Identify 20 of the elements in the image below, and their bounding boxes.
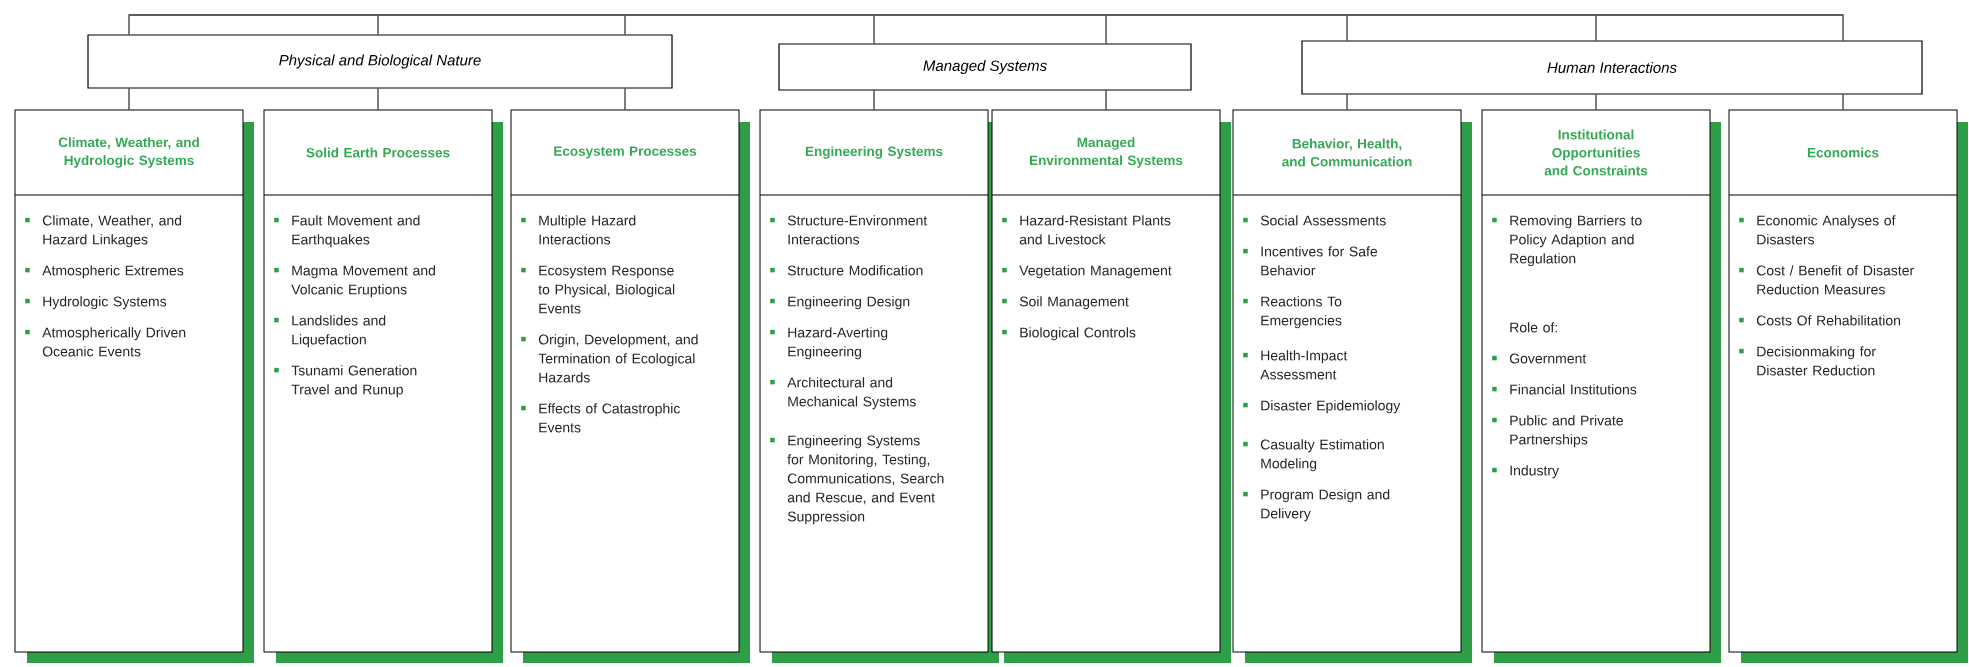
bar-line [128, 14, 1844, 16]
connector-line [128, 88, 130, 111]
group-box: Managed Systems [778, 43, 1192, 91]
group-box: Physical and Biological Nature [87, 34, 673, 89]
connector-line [873, 90, 875, 111]
connector-line [1105, 15, 1107, 44]
connector-line [1595, 15, 1597, 41]
connector-line [1346, 94, 1348, 111]
connector-line [1842, 15, 1844, 41]
connector-line [1105, 90, 1107, 111]
connector-line [624, 88, 626, 111]
connector-line [873, 15, 875, 44]
connector-line [624, 15, 626, 35]
group-box: Human Interactions [1301, 40, 1923, 95]
connector-line [1595, 94, 1597, 111]
connector-line [377, 15, 379, 35]
connector-line [1346, 15, 1348, 41]
connector-line [377, 88, 379, 111]
connector-line [1842, 94, 1844, 111]
connector-line [128, 15, 130, 35]
